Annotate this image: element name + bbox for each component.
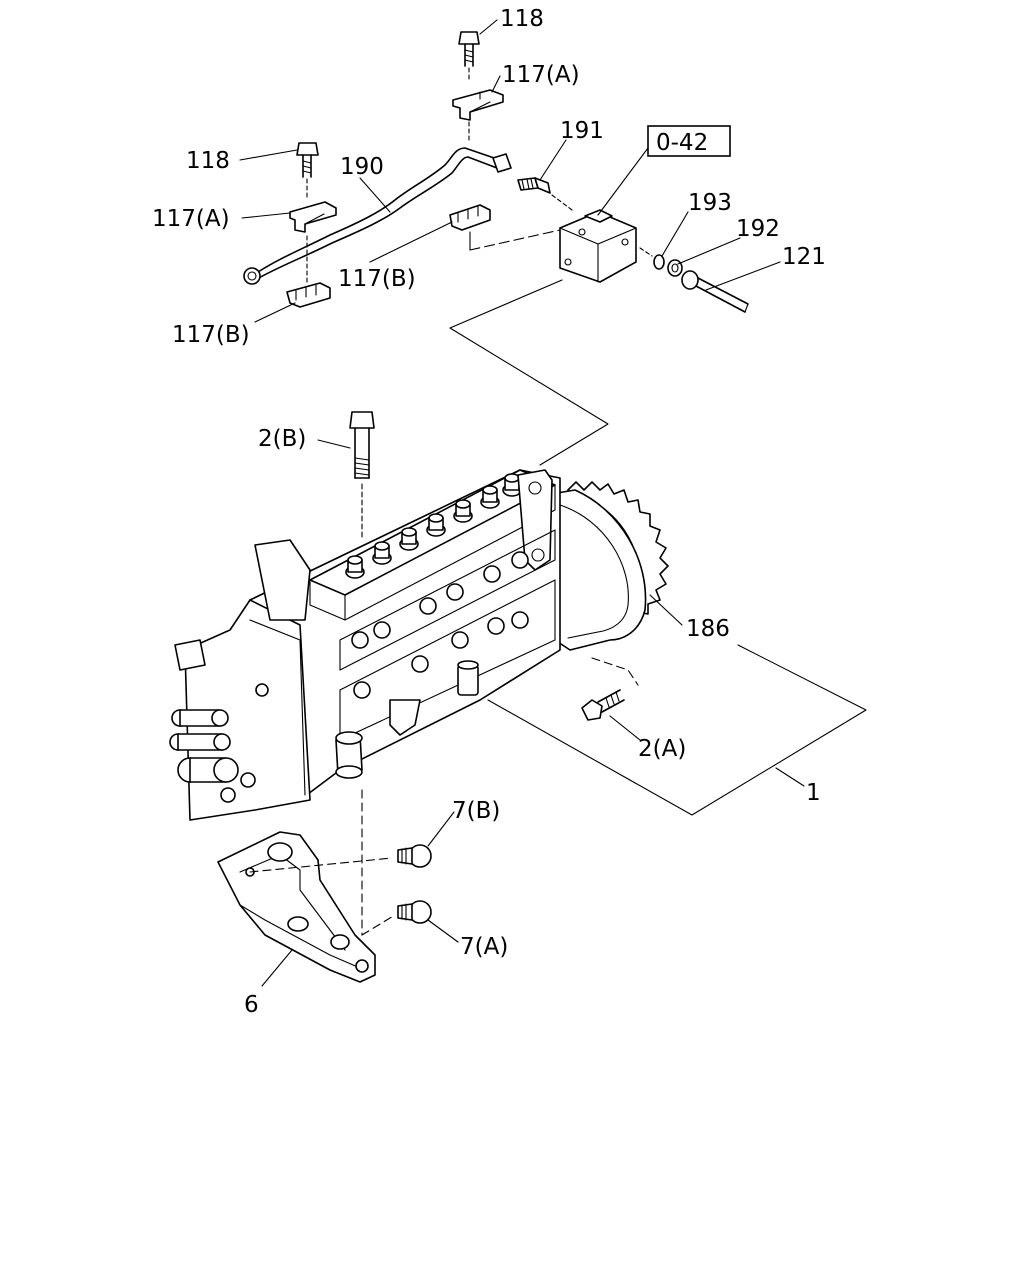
ref-box-0-42 bbox=[647, 125, 731, 157]
label-186: 186 bbox=[686, 616, 730, 642]
pipe-190[interactable] bbox=[243, 147, 512, 285]
bolt-7a[interactable] bbox=[397, 900, 432, 924]
label-1: 1 bbox=[806, 780, 821, 806]
connection-line-upper bbox=[449, 279, 609, 466]
bolt-2a[interactable] bbox=[581, 689, 625, 721]
cable-121[interactable] bbox=[681, 270, 749, 313]
label-118-top: 118 bbox=[500, 6, 544, 32]
label-6: 6 bbox=[244, 992, 259, 1018]
clip-117a-left[interactable] bbox=[289, 201, 337, 233]
block-0-42[interactable] bbox=[559, 209, 653, 283]
clip-117a-top[interactable] bbox=[452, 89, 504, 121]
label-190: 190 bbox=[340, 154, 384, 180]
label-2a: 2(A) bbox=[638, 736, 686, 762]
assembly-bracket-1 bbox=[487, 644, 867, 816]
label-117a-top: 117(A) bbox=[502, 62, 580, 88]
label-117a-left: 117(A) bbox=[152, 206, 230, 232]
mount-bracket-6[interactable] bbox=[217, 831, 376, 983]
injection-pump[interactable] bbox=[169, 469, 669, 821]
leader-lines bbox=[239, 19, 805, 987]
governor-knobs bbox=[169, 683, 269, 803]
dashed-line-2a bbox=[591, 657, 639, 686]
label-117b-low: 117(B) bbox=[172, 322, 250, 348]
clip-117b-mid[interactable] bbox=[449, 204, 491, 231]
label-7b: 7(B) bbox=[452, 798, 500, 824]
bolt-118-top[interactable] bbox=[458, 31, 480, 81]
delivery-valves bbox=[345, 473, 522, 579]
nut-192[interactable] bbox=[667, 259, 683, 277]
side-ports bbox=[339, 529, 556, 741]
washer-193[interactable] bbox=[653, 254, 665, 270]
bolt-118-left[interactable] bbox=[296, 142, 319, 198]
label-7a: 7(A) bbox=[460, 934, 508, 960]
bolt-2b[interactable] bbox=[349, 411, 375, 541]
label-118-left: 118 bbox=[186, 148, 230, 174]
bolt-7b[interactable] bbox=[397, 844, 432, 868]
fitting-191[interactable] bbox=[517, 177, 573, 211]
label-2b: 2(B) bbox=[258, 426, 306, 452]
label-121: 121 bbox=[782, 244, 826, 270]
label-192: 192 bbox=[736, 216, 780, 242]
label-193: 193 bbox=[688, 190, 732, 216]
label-117b-mid: 117(B) bbox=[338, 266, 416, 292]
label-191: 191 bbox=[560, 118, 604, 144]
clip-117b-low[interactable] bbox=[286, 282, 331, 308]
label-ref-0-42: 0-42 bbox=[656, 130, 708, 156]
